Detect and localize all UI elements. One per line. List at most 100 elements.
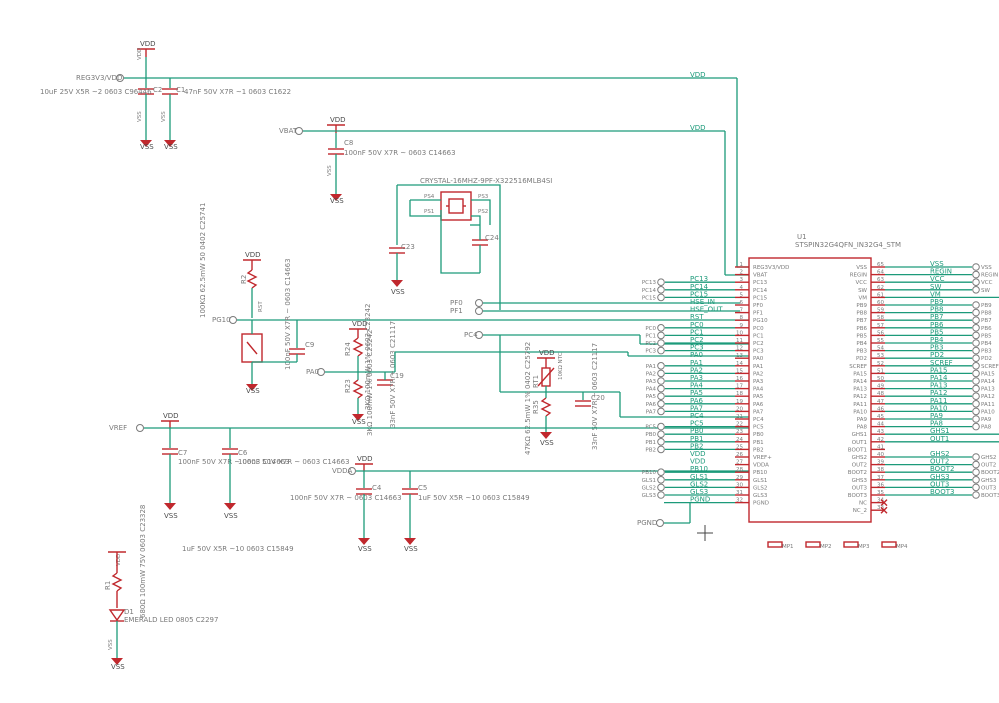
port-pb4[interactable] (972, 339, 980, 347)
port-boot2[interactable] (972, 468, 980, 477)
port-pb3[interactable] (972, 346, 980, 355)
port-regin[interactable] (972, 270, 980, 279)
port-ghs2[interactable] (972, 453, 980, 461)
svg-text:PF1: PF1 (450, 307, 463, 315)
svg-text:C2: C2 (153, 86, 162, 94)
port-pb0[interactable] (657, 430, 665, 439)
svg-text:C7: C7 (178, 449, 187, 457)
svg-text:R23: R23 (344, 379, 352, 393)
pin-number: 19 (736, 399, 743, 405)
port-boot3[interactable] (972, 491, 980, 499)
pgnd-port[interactable] (656, 519, 664, 527)
port-pc0[interactable] (657, 324, 665, 332)
mounting-pad-label: MP2 (820, 544, 832, 550)
port-pa11[interactable] (972, 400, 980, 408)
port-out3[interactable] (972, 483, 980, 492)
port-pa3[interactable] (657, 377, 665, 385)
port-pc14[interactable] (657, 286, 665, 294)
port-pa4[interactable] (657, 384, 665, 393)
net-label: PB4 (930, 336, 944, 344)
port-out2[interactable] (972, 460, 980, 469)
pin-number: 52 (877, 361, 884, 367)
port-pc3[interactable] (657, 346, 665, 355)
pin-name: PB3 (856, 349, 867, 355)
port-pa9[interactable] (972, 415, 980, 423)
pg10-port[interactable] (229, 316, 237, 324)
net-label: REGIN (930, 268, 952, 276)
pin-name: PA11 (853, 402, 867, 408)
pin-number: 8 (740, 315, 744, 321)
pa0-port[interactable] (317, 368, 325, 376)
port-vcc[interactable] (972, 278, 980, 287)
port-gls1[interactable] (657, 476, 665, 484)
net-label: GHS1 (930, 427, 950, 435)
port-gls2[interactable] (657, 483, 665, 492)
r23-value: 3KΩ 100mW 1% 0603 C23242 (366, 330, 374, 436)
pin-number: 2 (740, 270, 744, 276)
net-vdd-top: VDD (690, 71, 706, 79)
port-pc13[interactable] (657, 278, 665, 287)
pin-name: PF1 (753, 311, 763, 317)
port-label: PA15 (981, 371, 995, 377)
led-group: VDD R1 680Ω 100mW 75V 0603 C23328 D1 EME… (104, 505, 218, 671)
port-pa10[interactable] (972, 407, 980, 416)
port-label: PA3 (646, 379, 657, 385)
pin-name: PB1 (753, 440, 764, 446)
reg-port[interactable] (116, 74, 124, 82)
port-pc1[interactable] (657, 331, 665, 340)
port-sw[interactable] (972, 286, 980, 294)
pin-number: 7 (740, 308, 744, 314)
port-pb6[interactable] (972, 324, 980, 332)
pf0-port[interactable] (475, 299, 483, 307)
port-pa8[interactable] (972, 422, 980, 431)
vref-port[interactable] (136, 424, 144, 432)
port-pa12[interactable] (972, 392, 980, 401)
port-pa14[interactable] (972, 377, 980, 385)
pin-number: 28 (736, 467, 743, 473)
port-pc15[interactable] (657, 293, 665, 302)
port-pc2[interactable] (657, 339, 665, 347)
port-pb9[interactable] (972, 301, 980, 309)
port-gls3[interactable] (657, 491, 665, 499)
pin-number: 35 (877, 490, 884, 496)
port-pb5[interactable] (972, 331, 980, 340)
port-pa6[interactable] (657, 400, 665, 408)
port-pb2[interactable] (657, 445, 665, 454)
port-vss[interactable] (972, 263, 980, 271)
port-pa7[interactable] (657, 407, 665, 416)
port-label: PD2 (981, 356, 992, 362)
port-scref[interactable] (972, 362, 980, 370)
pc4-port[interactable] (475, 331, 483, 339)
port-pa15[interactable] (972, 369, 980, 378)
port-pb7[interactable] (972, 316, 980, 325)
port-pa13[interactable] (972, 384, 980, 393)
net-label: PC13 (690, 275, 708, 283)
pin-name: PC5 (753, 425, 764, 431)
pin-name: PA12 (853, 394, 867, 400)
svg-text:C9: C9 (305, 341, 314, 349)
pf1-port[interactable] (475, 307, 483, 315)
pin-number: 42 (877, 437, 884, 443)
pin-name: VCC (856, 280, 868, 286)
port-label: PB4 (981, 341, 992, 347)
port-pa1[interactable] (657, 362, 665, 370)
port-pb1[interactable] (657, 438, 665, 446)
port-label: PC0 (645, 326, 656, 332)
vbat-port[interactable] (295, 127, 303, 135)
port-label: PA8 (981, 425, 992, 431)
port-ghs3[interactable] (972, 476, 980, 484)
port-pb10[interactable] (657, 468, 665, 477)
svg-text:VSS: VSS (330, 197, 344, 205)
port-pa2[interactable] (657, 369, 665, 378)
pin-name: PA2 (753, 371, 763, 377)
port-pa5[interactable] (657, 392, 665, 401)
port-pd2[interactable] (972, 354, 980, 363)
mounting-pad-label: MP3 (858, 544, 870, 550)
net-label: PB0 (690, 427, 703, 435)
port-label: PB9 (981, 303, 992, 309)
vdda-port[interactable] (348, 467, 356, 475)
port-pb8[interactable] (972, 308, 980, 317)
port-label: PC13 (642, 280, 657, 286)
pin-name: PA0 (753, 356, 764, 362)
port-pc5[interactable] (657, 422, 665, 431)
